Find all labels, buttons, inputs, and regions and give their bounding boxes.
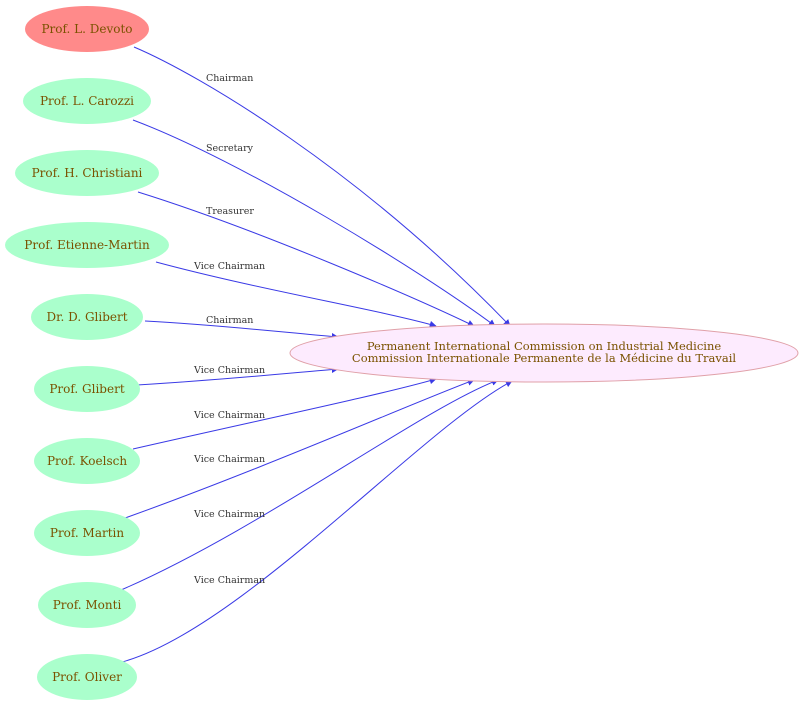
edge-label-prof-etienne-martin: Vice Chairman xyxy=(193,261,265,272)
member-ellipse xyxy=(15,150,159,196)
edge-label-prof-oliver: Vice Chairman xyxy=(193,575,265,586)
edge-label-prof-h-christiani: Treasurer xyxy=(206,206,254,217)
member-ellipse xyxy=(25,6,149,52)
member-ellipse xyxy=(31,294,143,340)
member-name: Prof. Glibert xyxy=(49,382,124,396)
edge-prof-martin xyxy=(124,378,475,519)
edge-label-dr-d-glibert: Chairman xyxy=(206,315,253,326)
member-node-prof-monti: Prof. Monti xyxy=(38,582,136,628)
member-name: Prof. Oliver xyxy=(52,670,122,684)
commission-ellipse xyxy=(289,323,799,383)
member-node-prof-l-devoto: Prof. L. Devoto xyxy=(25,6,149,52)
member-node-prof-glibert: Prof. Glibert xyxy=(34,366,140,412)
member-name: Prof. Koelsch xyxy=(47,454,127,468)
member-ellipse xyxy=(37,654,137,700)
member-node-dr-d-glibert: Dr. D. Glibert xyxy=(31,294,143,340)
member-node-prof-martin: Prof. Martin xyxy=(34,510,140,556)
edges-layer xyxy=(120,46,513,663)
edge-prof-l-devoto xyxy=(133,46,511,327)
member-node-prof-koelsch: Prof. Koelsch xyxy=(34,438,140,484)
member-name: Prof. Monti xyxy=(53,598,122,612)
member-name: Dr. D. Glibert xyxy=(46,310,127,324)
member-name: Prof. Martin xyxy=(50,526,125,540)
member-ellipse xyxy=(23,78,151,124)
edge-label-prof-koelsch: Vice Chairman xyxy=(193,410,265,421)
edge-prof-monti xyxy=(120,378,499,591)
member-ellipse xyxy=(34,510,140,556)
member-name: Prof. Etienne-Martin xyxy=(24,238,150,252)
edge-prof-l-carozzi xyxy=(132,119,496,327)
member-name: Prof. H. Christiani xyxy=(32,166,143,180)
edge-prof-glibert xyxy=(136,366,339,386)
member-node-prof-l-carozzi: Prof. L. Carozzi xyxy=(23,78,151,124)
edge-label-prof-glibert: Vice Chairman xyxy=(193,365,265,376)
edge-prof-etienne-martin xyxy=(155,261,437,328)
commission-name-english: Permanent International Commission on In… xyxy=(367,339,722,353)
edge-label-prof-l-devoto: Chairman xyxy=(206,73,253,84)
member-node-prof-oliver: Prof. Oliver xyxy=(37,654,137,700)
edge-prof-koelsch xyxy=(132,377,437,450)
commission-node: Permanent International Commission on In… xyxy=(289,323,799,383)
edge-prof-h-christiani xyxy=(137,191,475,327)
commission-name-french: Commission Internationale Permanente de … xyxy=(352,351,737,365)
member-ellipse xyxy=(34,366,140,412)
member-name: Prof. L. Devoto xyxy=(41,22,132,36)
edge-label-prof-martin: Vice Chairman xyxy=(193,454,265,465)
member-ellipse xyxy=(34,438,140,484)
member-ellipse xyxy=(5,222,169,268)
edge-dr-d-glibert xyxy=(144,320,339,340)
member-ellipse xyxy=(38,582,136,628)
edge-prof-oliver xyxy=(121,380,513,663)
member-name: Prof. L. Carozzi xyxy=(40,94,134,108)
member-node-prof-etienne-martin: Prof. Etienne-Martin xyxy=(5,222,169,268)
edge-label-prof-l-carozzi: Secretary xyxy=(206,143,254,154)
edge-label-prof-monti: Vice Chairman xyxy=(193,509,265,520)
member-node-prof-h-christiani: Prof. H. Christiani xyxy=(15,150,159,196)
